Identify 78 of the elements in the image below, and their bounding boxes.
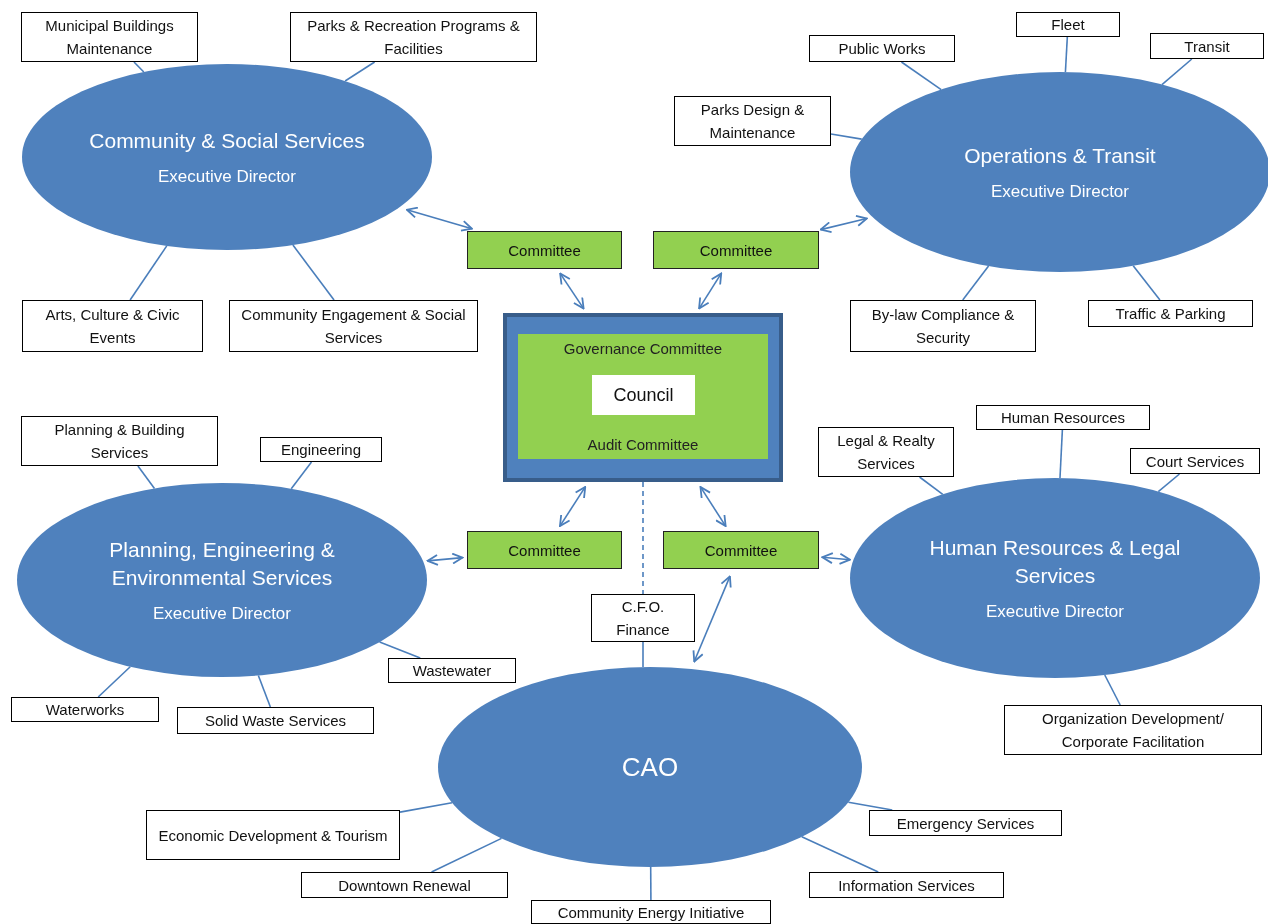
role-title: Executive Director — [986, 602, 1124, 622]
double-arrow — [698, 272, 723, 310]
connector-line — [800, 836, 880, 873]
department-name: Community & Social Services — [89, 128, 365, 154]
committee-panel — [518, 334, 768, 459]
connector-line — [1059, 429, 1064, 479]
double-arrow — [821, 552, 851, 565]
connector-line — [1132, 264, 1161, 301]
double-arrow — [559, 486, 587, 527]
unit-box: Legal & Realty Services — [818, 427, 954, 477]
unit-box: Wastewater — [388, 658, 516, 683]
unit-box: Waterworks — [11, 697, 159, 722]
double-arrow — [699, 486, 727, 527]
unit-box: Community Engagement & Social Services — [229, 300, 478, 352]
connector-line — [1157, 473, 1181, 493]
council-box: Council — [592, 375, 695, 415]
connector-line — [430, 837, 503, 873]
unit-box: Transit — [1150, 33, 1264, 59]
connector-line — [900, 61, 942, 91]
unit-box: Information Services — [809, 872, 1004, 898]
connector-line — [133, 61, 145, 73]
unit-box: Court Services — [1130, 448, 1260, 474]
connector-line — [137, 465, 156, 490]
department-name: Operations & Transit — [964, 143, 1156, 169]
double-arrow — [559, 272, 585, 310]
committee-name: Governance Committee — [563, 340, 723, 357]
double-arrow — [692, 575, 732, 663]
connector-line — [1104, 674, 1121, 706]
double-arrow — [426, 552, 464, 566]
connector-line — [918, 476, 944, 496]
unit-box: Traffic & Parking — [1088, 300, 1253, 327]
unit-box: Parks Design & Maintenance — [674, 96, 831, 146]
unit-box: Parks & Recreation Programs & Facilities — [290, 12, 537, 62]
unit-box: Human Resources — [976, 405, 1150, 430]
committee-box: Committee — [653, 231, 819, 269]
connector-line — [292, 244, 335, 301]
connector-line — [642, 641, 644, 668]
double-arrow — [819, 215, 868, 234]
committee-name: Audit Committee — [587, 436, 699, 453]
department-name: CAO — [621, 753, 679, 781]
council-frame — [503, 313, 783, 482]
connector-line — [257, 674, 272, 708]
role-title: Executive Director — [991, 182, 1129, 202]
dashed-line — [642, 481, 644, 595]
unit-box: Solid Waste Services — [177, 707, 374, 734]
connector-line — [961, 265, 990, 301]
role-title: Executive Director — [153, 604, 291, 624]
role-title: Executive Director — [158, 167, 296, 187]
unit-box: Organization Development/ Corporate Facilitation — [1004, 705, 1262, 755]
unit-box: Municipal Buildings Maintenance — [21, 12, 198, 62]
connector-line — [97, 665, 132, 698]
unit-box: Engineering — [260, 437, 382, 462]
connector-line — [1064, 36, 1069, 73]
connector-line — [378, 641, 422, 659]
unit-box: Community Energy Initiative — [531, 900, 771, 924]
double-arrow — [406, 206, 473, 232]
connector-line — [399, 801, 453, 813]
connector-line — [649, 866, 652, 901]
unit-box: Arts, Culture & Civic Events — [22, 300, 203, 352]
unit-box: Public Works — [809, 35, 955, 62]
department-name: Planning, Engineering & Environmental Services — [108, 537, 336, 591]
committee-box: Committee — [467, 531, 622, 569]
connector-line — [129, 245, 168, 301]
unit-box: Fleet — [1016, 12, 1120, 37]
unit-box: C.F.O. Finance — [591, 594, 695, 642]
committee-box: Committee — [467, 231, 622, 269]
connector-line — [1161, 58, 1193, 86]
unit-box: Economic Development & Tourism — [146, 810, 400, 860]
department-name: Human Resources & Legal Services — [928, 535, 1182, 589]
unit-box: Downtown Renewal — [301, 872, 508, 898]
connector-line — [290, 461, 313, 490]
connector-line — [344, 61, 376, 82]
unit-box: Planning & Building Services — [21, 416, 218, 466]
committee-box: Committee — [663, 531, 819, 569]
connector-line — [847, 801, 894, 811]
unit-box: Emergency Services — [869, 810, 1062, 836]
connector-line — [830, 133, 863, 140]
unit-box: By-law Compliance & Security — [850, 300, 1036, 352]
